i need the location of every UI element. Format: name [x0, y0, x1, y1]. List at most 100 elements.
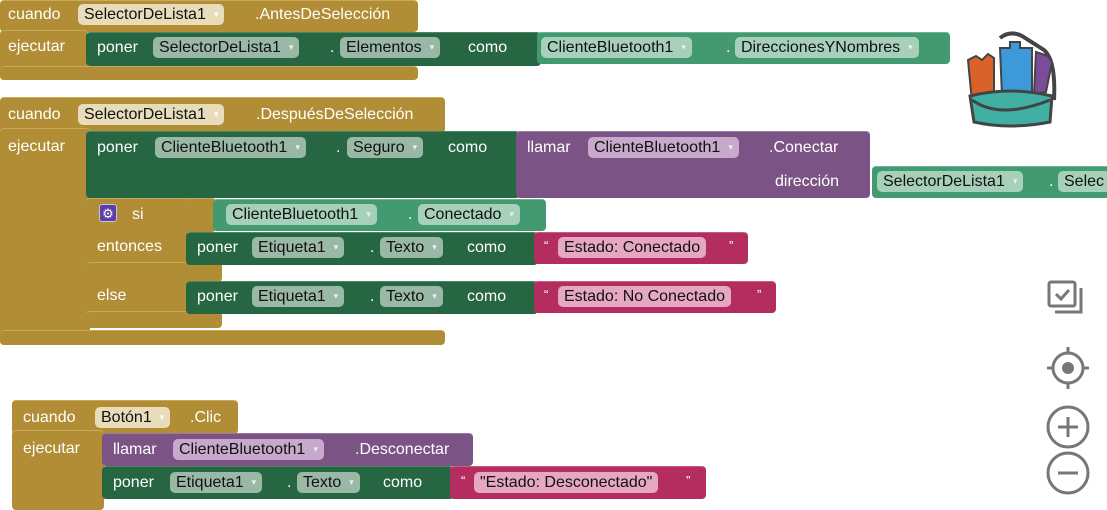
if-block-footer — [86, 311, 222, 328]
event-name: .Clic — [190, 409, 222, 426]
chevron-down-icon: ▾ — [251, 477, 257, 488]
como-label: como — [468, 39, 508, 56]
setter-block[interactable] — [186, 232, 538, 265]
dropdown-value: SelectorDeLista1 — [84, 6, 206, 23]
recenter-target-icon[interactable] — [1045, 345, 1091, 391]
event-body — [12, 430, 104, 510]
component-dropdown[interactable]: Etiqueta1▾ — [252, 286, 345, 307]
dot: . — [330, 39, 335, 56]
chevron-down-icon: ▾ — [213, 109, 219, 120]
poner-label: poner — [97, 139, 138, 156]
property-dropdown[interactable]: Conectado ▾ — [418, 204, 520, 225]
chevron-down-icon: ▾ — [509, 209, 514, 220]
ejecutar-label: ejecutar — [23, 440, 80, 457]
poner-label: poner — [197, 288, 238, 305]
chevron-down-icon: ▾ — [366, 209, 371, 220]
dropdown-value: Selec — [1064, 173, 1105, 190]
open-quote: “ — [544, 287, 549, 302]
cuando-label: cuando — [23, 409, 76, 426]
dot: . — [726, 39, 731, 56]
property-dropdown[interactable]: DireccionesYNombres▾ — [735, 37, 919, 58]
dropdown-value: ClienteBluetooth1 — [161, 139, 288, 156]
chevron-down-icon: ▾ — [1012, 176, 1018, 187]
open-quote: “ — [544, 238, 549, 253]
component-dropdown[interactable]: SelectorDeLista1 ▾ — [877, 171, 1024, 192]
component-dropdown[interactable]: ClienteBluetooth1▾ — [588, 137, 739, 158]
argument-label: dirección — [775, 173, 840, 190]
component-dropdown[interactable]: Etiqueta1▾ — [170, 472, 263, 493]
backpack-icon[interactable] — [960, 30, 1064, 130]
close-quote: ” — [729, 238, 734, 253]
component-dropdown[interactable]: SelectorDeLista1 ▾ — [153, 37, 300, 58]
property-dropdown[interactable]: Seguro▾ — [347, 137, 424, 158]
property-dropdown[interactable]: Texto▾ — [380, 237, 443, 258]
component-dropdown[interactable]: ClienteBluetooth1 ▾ — [226, 204, 377, 225]
ejecutar-label: ejecutar — [8, 38, 65, 55]
close-quote: ” — [757, 287, 762, 302]
event-name: .AntesDeSelección — [255, 6, 391, 23]
dot: . — [408, 206, 413, 223]
property-dropdown[interactable]: Selec — [1058, 171, 1107, 192]
property-dropdown[interactable]: Texto▾ — [297, 472, 360, 493]
llamar-label: llamar — [527, 139, 571, 156]
zoom-in-icon[interactable] — [1045, 404, 1091, 450]
chevron-down-icon: ▾ — [432, 291, 437, 302]
dot: . — [336, 139, 341, 156]
collapse-all-icon[interactable] — [1046, 280, 1086, 316]
setter-block[interactable] — [102, 466, 454, 499]
method-name: .Conectar — [769, 139, 839, 156]
chevron-down-icon: ▾ — [432, 242, 437, 253]
component-dropdown[interactable]: Etiqueta1▾ — [252, 237, 345, 258]
component-dropdown[interactable]: SelectorDeLista1 ▾ — [78, 104, 225, 125]
poner-label: poner — [113, 474, 154, 491]
como-label: como — [448, 139, 488, 156]
chevron-down-icon: ▾ — [429, 42, 435, 53]
como-label: como — [467, 239, 507, 256]
property-dropdown[interactable]: Texto ▾ — [380, 286, 443, 307]
poner-label: poner — [197, 239, 238, 256]
dropdown-value: SelectorDeLista1 — [84, 106, 206, 123]
chevron-down-icon: ▾ — [412, 142, 418, 153]
text-value[interactable]: "Estado: Desconectado" — [474, 472, 659, 493]
setter-block[interactable] — [186, 281, 538, 314]
component-dropdown[interactable]: SelectorDeLista1 ▾ — [78, 4, 225, 25]
event-header[interactable] — [0, 97, 445, 133]
chevron-down-icon: ▾ — [333, 291, 339, 302]
chevron-down-icon: ▾ — [159, 412, 165, 423]
chevron-down-icon: ▾ — [288, 42, 294, 53]
chevron-down-icon: ▾ — [333, 242, 339, 253]
dot: . — [1049, 173, 1054, 190]
component-dropdown[interactable]: Botón1 ▾ — [95, 407, 171, 428]
chevron-down-icon: ▾ — [213, 9, 219, 20]
text-value[interactable]: Estado: Conectado — [558, 237, 707, 258]
if-block-middle — [86, 262, 222, 282]
ejecutar-label: ejecutar — [8, 138, 65, 155]
gear-icon[interactable]: ⚙ — [99, 204, 117, 222]
poner-label: poner — [97, 39, 138, 56]
dropdown-value: Texto — [386, 288, 425, 305]
method-name: .Desconectar — [355, 441, 450, 458]
component-dropdown[interactable]: ClienteBluetooth1 ▾ — [155, 137, 306, 158]
dropdown-value: SelectorDeLista1 — [883, 173, 1005, 190]
component-dropdown[interactable]: ClienteBluetooth1▾ — [541, 37, 692, 58]
text-value[interactable]: Estado: No Conectado — [558, 286, 731, 307]
close-quote: ” — [686, 473, 691, 488]
else-label: else — [97, 287, 127, 304]
si-label: si — [132, 206, 144, 223]
dropdown-value: ClienteBluetooth1 — [232, 206, 359, 223]
dropdown-value: SelectorDeLista1 — [159, 39, 281, 56]
como-label: como — [383, 474, 423, 491]
dot: . — [370, 239, 375, 256]
dropdown-value: Texto — [303, 474, 342, 491]
chevron-down-icon: ▾ — [295, 142, 300, 153]
zoom-out-icon[interactable] — [1045, 450, 1091, 496]
llamar-label: llamar — [113, 441, 157, 458]
component-dropdown[interactable]: ClienteBluetooth1▾ — [173, 439, 324, 460]
dropdown-value: Elementos — [346, 39, 422, 56]
dropdown-value: Conectado — [424, 206, 502, 223]
cuando-label: cuando — [8, 106, 61, 123]
como-label: como — [467, 288, 507, 305]
dropdown-value: Botón1 — [101, 409, 152, 426]
property-dropdown[interactable]: Elementos ▾ — [340, 37, 441, 58]
chevron-down-icon: ▾ — [728, 142, 733, 153]
